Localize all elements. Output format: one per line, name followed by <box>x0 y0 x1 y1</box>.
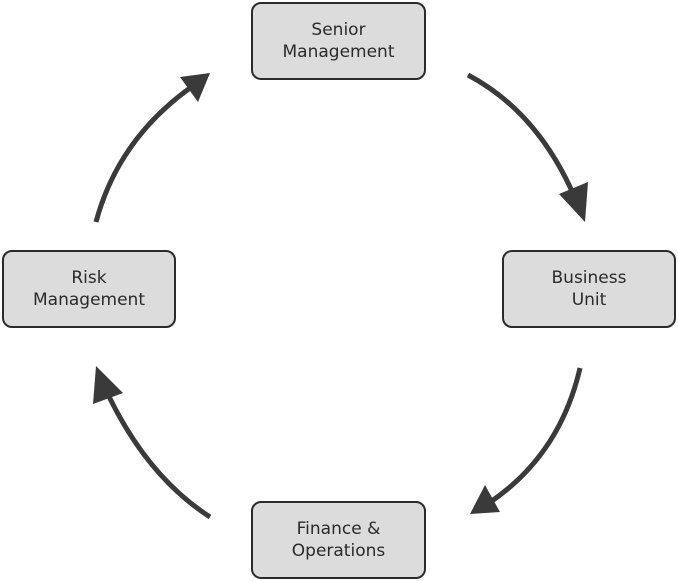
node-label-line: Business <box>551 268 627 288</box>
node-label-line: Finance & <box>296 519 381 539</box>
node-risk-management: Risk Management <box>2 250 176 328</box>
node-senior-management: Senior Management <box>251 2 426 80</box>
arrow-senior-to-business <box>466 72 588 222</box>
node-finance-operations: Finance & Operations <box>251 501 426 579</box>
arrow-finance-to-risk <box>93 366 212 520</box>
node-label-line: Unit <box>571 290 607 310</box>
arrow-business-to-finance <box>470 367 583 514</box>
arrow-risk-to-senior <box>93 73 210 223</box>
node-label-line: Risk <box>71 268 107 288</box>
node-label-line: Senior <box>311 20 366 40</box>
node-label-line: Management <box>33 290 145 310</box>
node-business-unit: Business Unit <box>502 250 676 328</box>
node-label-line: Management <box>282 42 395 62</box>
node-label-line: Operations <box>291 541 386 561</box>
